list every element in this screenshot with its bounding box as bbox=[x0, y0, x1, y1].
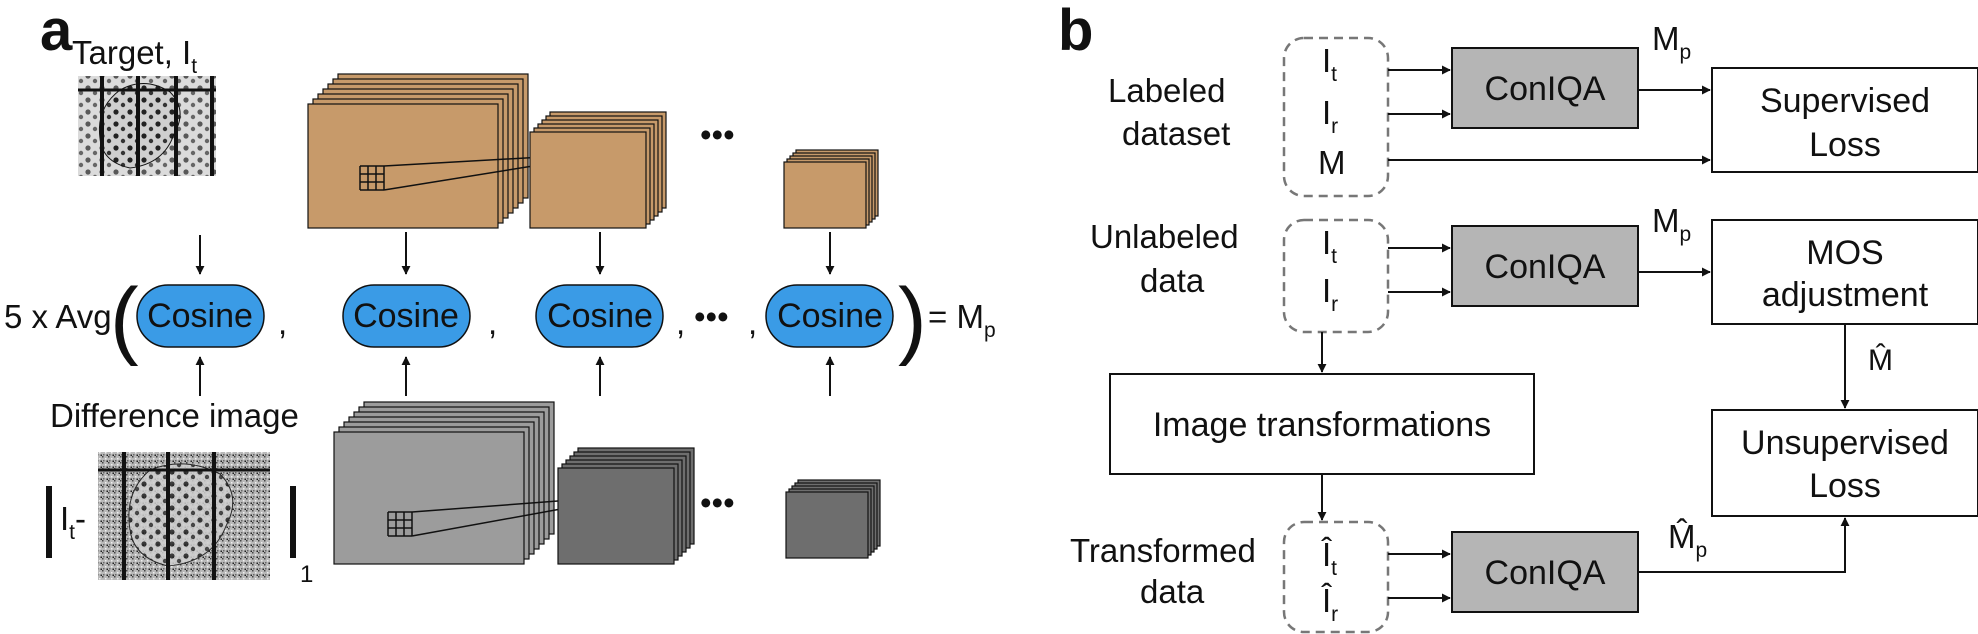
coniqa-box-transformed: ConIQA bbox=[1451, 531, 1639, 613]
image-transformations-label: Image transformations bbox=[1153, 406, 1491, 444]
mhat-label: M̂ bbox=[1868, 344, 1893, 377]
supervised-loss-box: Supervised Loss bbox=[1711, 67, 1978, 173]
avg-prefix: 5 x Avg bbox=[4, 298, 112, 335]
labeled-input-m: M bbox=[1318, 144, 1346, 181]
comma-2: , bbox=[488, 304, 497, 341]
unlabeled-label-2: data bbox=[1140, 262, 1205, 299]
cosine-block-2: Cosine bbox=[342, 284, 471, 348]
feature-layer bbox=[785, 491, 869, 559]
difference-image bbox=[98, 452, 270, 580]
mos-line2: adjustment bbox=[1762, 276, 1929, 314]
result-mp: = Mp bbox=[928, 298, 996, 342]
transformed-label-1: Transformed bbox=[1070, 532, 1256, 569]
panel-a-letter: a bbox=[40, 0, 73, 63]
coniqa-label-1: ConIQA bbox=[1485, 70, 1606, 108]
comma-3: , bbox=[676, 304, 685, 341]
mp-label-1: Mp bbox=[1652, 20, 1691, 64]
transformed-label-2: data bbox=[1140, 573, 1205, 610]
mp-label-2: Mp bbox=[1652, 202, 1691, 246]
feature-stack-top-2 bbox=[529, 111, 667, 229]
target-image bbox=[78, 76, 216, 176]
cosine-label-3: Cosine bbox=[547, 297, 653, 335]
cosine-label-1: Cosine bbox=[147, 297, 253, 335]
feature-stack-bottom-3 bbox=[785, 479, 881, 559]
coniqa-label-2: ConIQA bbox=[1485, 248, 1606, 286]
labeled-input-it: It bbox=[1322, 42, 1337, 86]
cosine-block-4: Cosine bbox=[765, 284, 894, 348]
unsupervised-loss-line2: Loss bbox=[1809, 467, 1881, 505]
open-paren: ( bbox=[110, 271, 139, 367]
cosine-label-2: Cosine bbox=[353, 297, 459, 335]
transformed-input-it: Ît bbox=[1321, 536, 1337, 580]
target-label: Target, It bbox=[72, 34, 197, 78]
unsupervised-loss-box: Unsupervised Loss bbox=[1711, 409, 1978, 517]
feature-stack-top-1 bbox=[307, 73, 619, 229]
image-transformations-box: Image transformations bbox=[1109, 373, 1535, 475]
comma-4: , bbox=[748, 304, 757, 341]
coniqa-label-3: ConIQA bbox=[1485, 554, 1606, 592]
norm-bar-right bbox=[290, 486, 296, 558]
feature-layer bbox=[333, 431, 525, 565]
comma-1: , bbox=[278, 304, 287, 341]
unlabeled-input-ir: Ir bbox=[1322, 272, 1338, 316]
labeled-input-ir: Ir bbox=[1322, 94, 1338, 138]
labeled-label-2: dataset bbox=[1122, 115, 1230, 152]
panel-a: a Target, It ••• 5 x Avg ( bbox=[4, 0, 996, 588]
norm-left-label: It- bbox=[60, 500, 86, 544]
ellipsis-bottom: ••• bbox=[700, 484, 735, 521]
ellipsis-mid: ••• bbox=[694, 298, 729, 335]
feature-layer bbox=[557, 467, 675, 565]
mos-line1: MOS bbox=[1806, 234, 1883, 272]
cosine-label-4: Cosine bbox=[777, 297, 883, 335]
mos-adjustment-box: MOS adjustment bbox=[1711, 219, 1978, 325]
transformed-inputs-group bbox=[1282, 520, 1390, 634]
norm-bar-left bbox=[46, 486, 52, 558]
arrow-coniqa-to-unsupervised-loss bbox=[1638, 517, 1850, 573]
coniqa-box-unlabeled: ConIQA bbox=[1451, 225, 1639, 307]
unsupervised-loss-line1: Unsupervised bbox=[1741, 424, 1949, 462]
panel-b: b Labeled dataset Unlabeled data Transfo… bbox=[1058, 0, 1978, 634]
difference-label: Difference image bbox=[50, 397, 299, 434]
feature-layer bbox=[529, 131, 647, 229]
unlabeled-inputs-group bbox=[1282, 218, 1390, 334]
transformed-input-ir: Îr bbox=[1321, 582, 1338, 626]
supervised-loss-line1: Supervised bbox=[1760, 82, 1930, 120]
unlabeled-input-it: It bbox=[1322, 224, 1337, 268]
feature-stack-bottom-2 bbox=[557, 447, 695, 565]
cosine-block-3: Cosine bbox=[535, 284, 664, 348]
labeled-label-1: Labeled bbox=[1108, 72, 1225, 109]
feature-stack-bottom-1 bbox=[333, 401, 643, 565]
close-paren: ) bbox=[898, 271, 927, 367]
feature-layer bbox=[307, 103, 499, 229]
panel-b-letter: b bbox=[1058, 0, 1093, 63]
feature-stack-top-3 bbox=[783, 149, 879, 229]
mhat-p-label: M̂p bbox=[1668, 518, 1707, 562]
norm-sub-1: 1 bbox=[300, 561, 313, 588]
coniqa-box-labeled: ConIQA bbox=[1451, 47, 1639, 129]
unlabeled-label-1: Unlabeled bbox=[1090, 218, 1239, 255]
cosine-block-1: Cosine bbox=[136, 284, 265, 348]
ellipsis-top: ••• bbox=[700, 116, 735, 153]
labeled-inputs-group bbox=[1282, 36, 1390, 198]
feature-layer bbox=[783, 161, 867, 229]
supervised-loss-line2: Loss bbox=[1809, 126, 1881, 164]
